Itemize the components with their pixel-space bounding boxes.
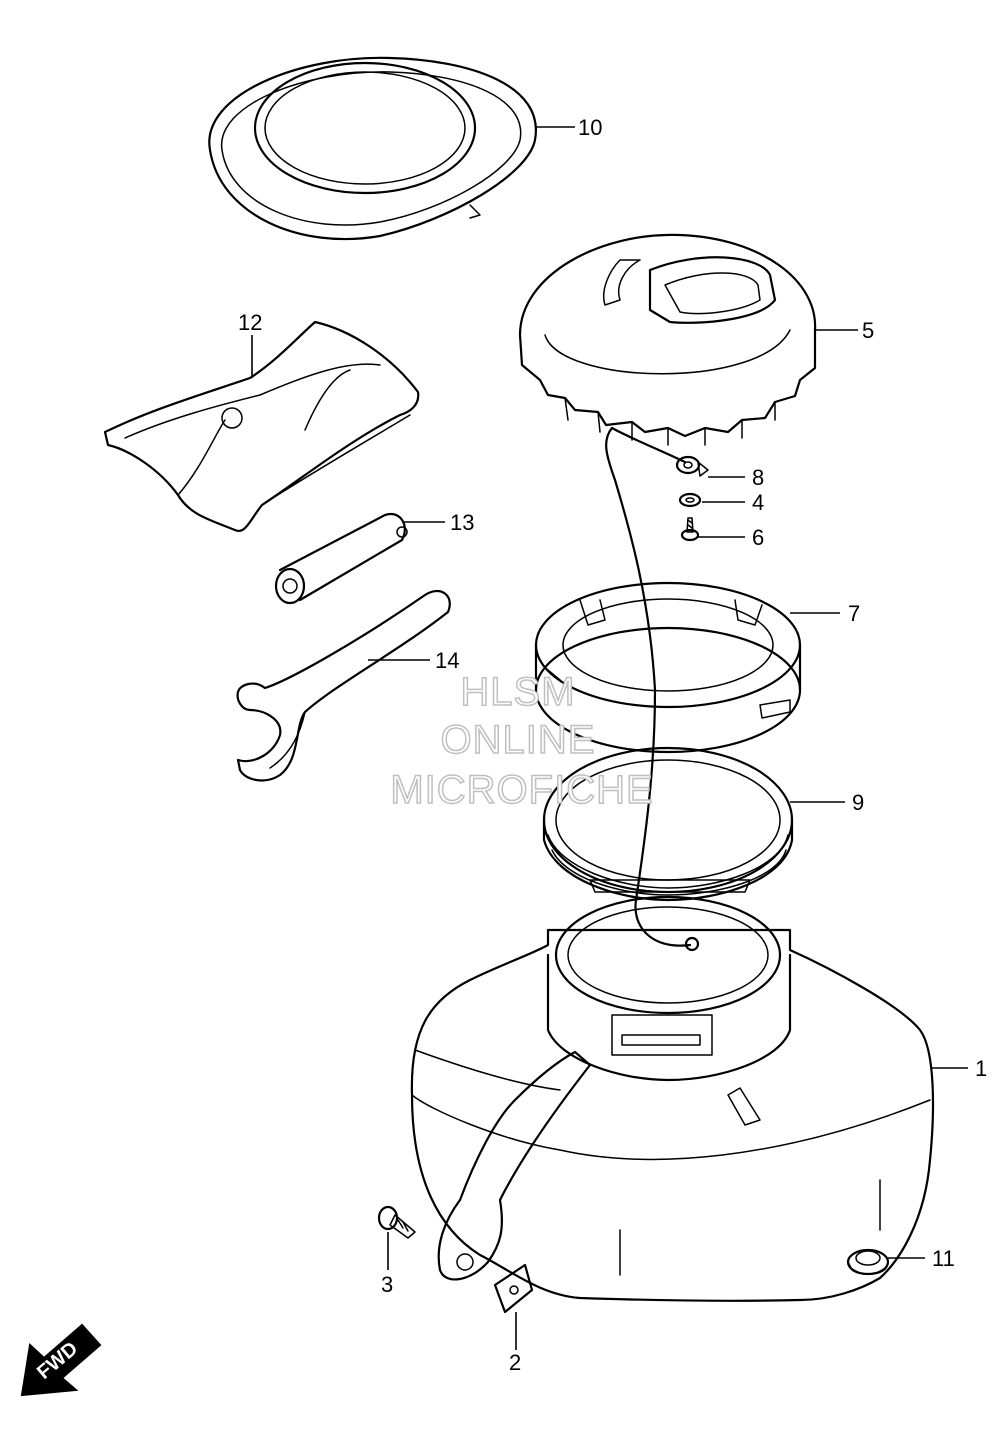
watermark-line1: HLSM [460,670,575,714]
callout-labels: 10 5 12 8 4 6 13 7 14 9 1 11 3 2 [238,115,987,1375]
part-3-bolt [377,1205,416,1239]
part-6-screw [680,517,700,542]
part-1-fuel-tank [410,895,935,1302]
watermark-line3: MICROFICHE [390,768,653,812]
tank-bracket-strap [437,1050,592,1281]
watermark: HLSM ONLINE MICROFICHE [390,669,654,813]
part-8-terminal [675,455,709,477]
part-9-neck-ring [542,746,794,902]
callout-11: 11 [932,1246,955,1271]
leader-lines [251,126,968,1350]
part-10-seal [208,56,537,241]
callout-5: 5 [862,318,874,343]
callout-9: 9 [852,790,864,815]
callout-13: 13 [450,510,474,535]
callout-7: 7 [848,601,860,626]
callout-14: 14 [435,648,459,673]
callout-2: 2 [509,1350,521,1375]
callout-1: 1 [975,1056,987,1081]
part-13-cylinder [274,512,408,605]
part-14-wrench [236,589,451,782]
fwd-arrow-icon: FWD [20,1323,102,1397]
part-5-fuel-cap [518,233,817,446]
callout-3: 3 [381,1272,393,1297]
callout-8: 8 [752,465,764,490]
callout-12: 12 [238,310,262,335]
callout-10: 10 [578,115,602,140]
callout-4: 4 [752,490,764,515]
part-2-clip [493,1263,534,1314]
part-7-ring [534,581,802,754]
part-12-tool-bag [103,320,420,533]
part-4-washer [678,492,702,508]
watermark-line2: ONLINE [441,718,596,762]
part-11-grommet [846,1248,890,1276]
cap-tether-wire [605,426,700,952]
callout-6: 6 [752,525,764,550]
